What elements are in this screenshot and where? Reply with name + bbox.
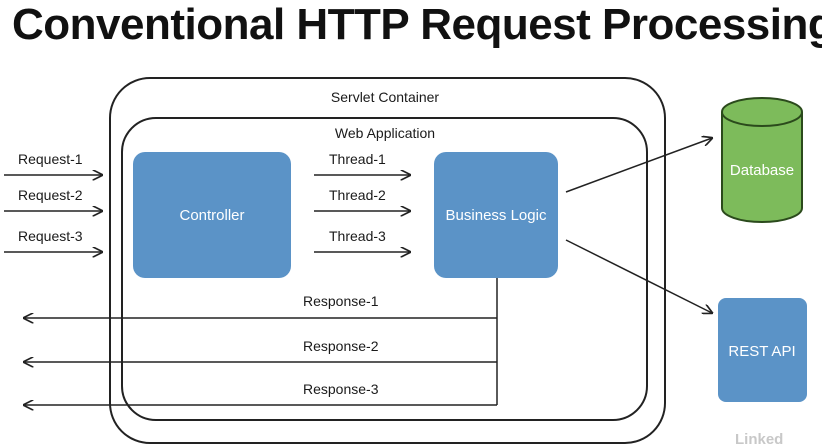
web-application-label: Web Application	[335, 125, 435, 141]
thread-2-label: Thread-2	[329, 187, 386, 203]
web-application-box	[121, 117, 648, 421]
servlet-container-label: Servlet Container	[331, 89, 440, 105]
database-cylinder	[721, 97, 803, 223]
controller-label: Controller	[179, 207, 244, 224]
business-to-database-arrow	[565, 138, 712, 193]
request-3-label: Request-3	[18, 228, 83, 244]
watermark-logo: Linked	[735, 431, 783, 447]
controller-box	[133, 152, 291, 278]
rest-api-box	[718, 298, 807, 402]
diagram-title: Conventional HTTP Request Processing	[12, 0, 822, 49]
request-1-label: Request-1	[18, 151, 83, 167]
request-2-label: Request-2	[18, 187, 83, 203]
response-2-label: Response-2	[303, 338, 379, 354]
business-to-rest-api-arrow	[565, 239, 712, 313]
servlet-container-box	[109, 77, 666, 444]
rest-api-label: REST API	[728, 343, 795, 360]
response-1-label: Response-1	[303, 293, 379, 309]
business-logic-label: Business Logic	[446, 207, 547, 224]
business-logic-box	[434, 152, 558, 278]
database-label: Database	[730, 162, 794, 179]
thread-3-label: Thread-3	[329, 228, 386, 244]
thread-1-label: Thread-1	[329, 151, 386, 167]
response-3-label: Response-3	[303, 381, 379, 397]
